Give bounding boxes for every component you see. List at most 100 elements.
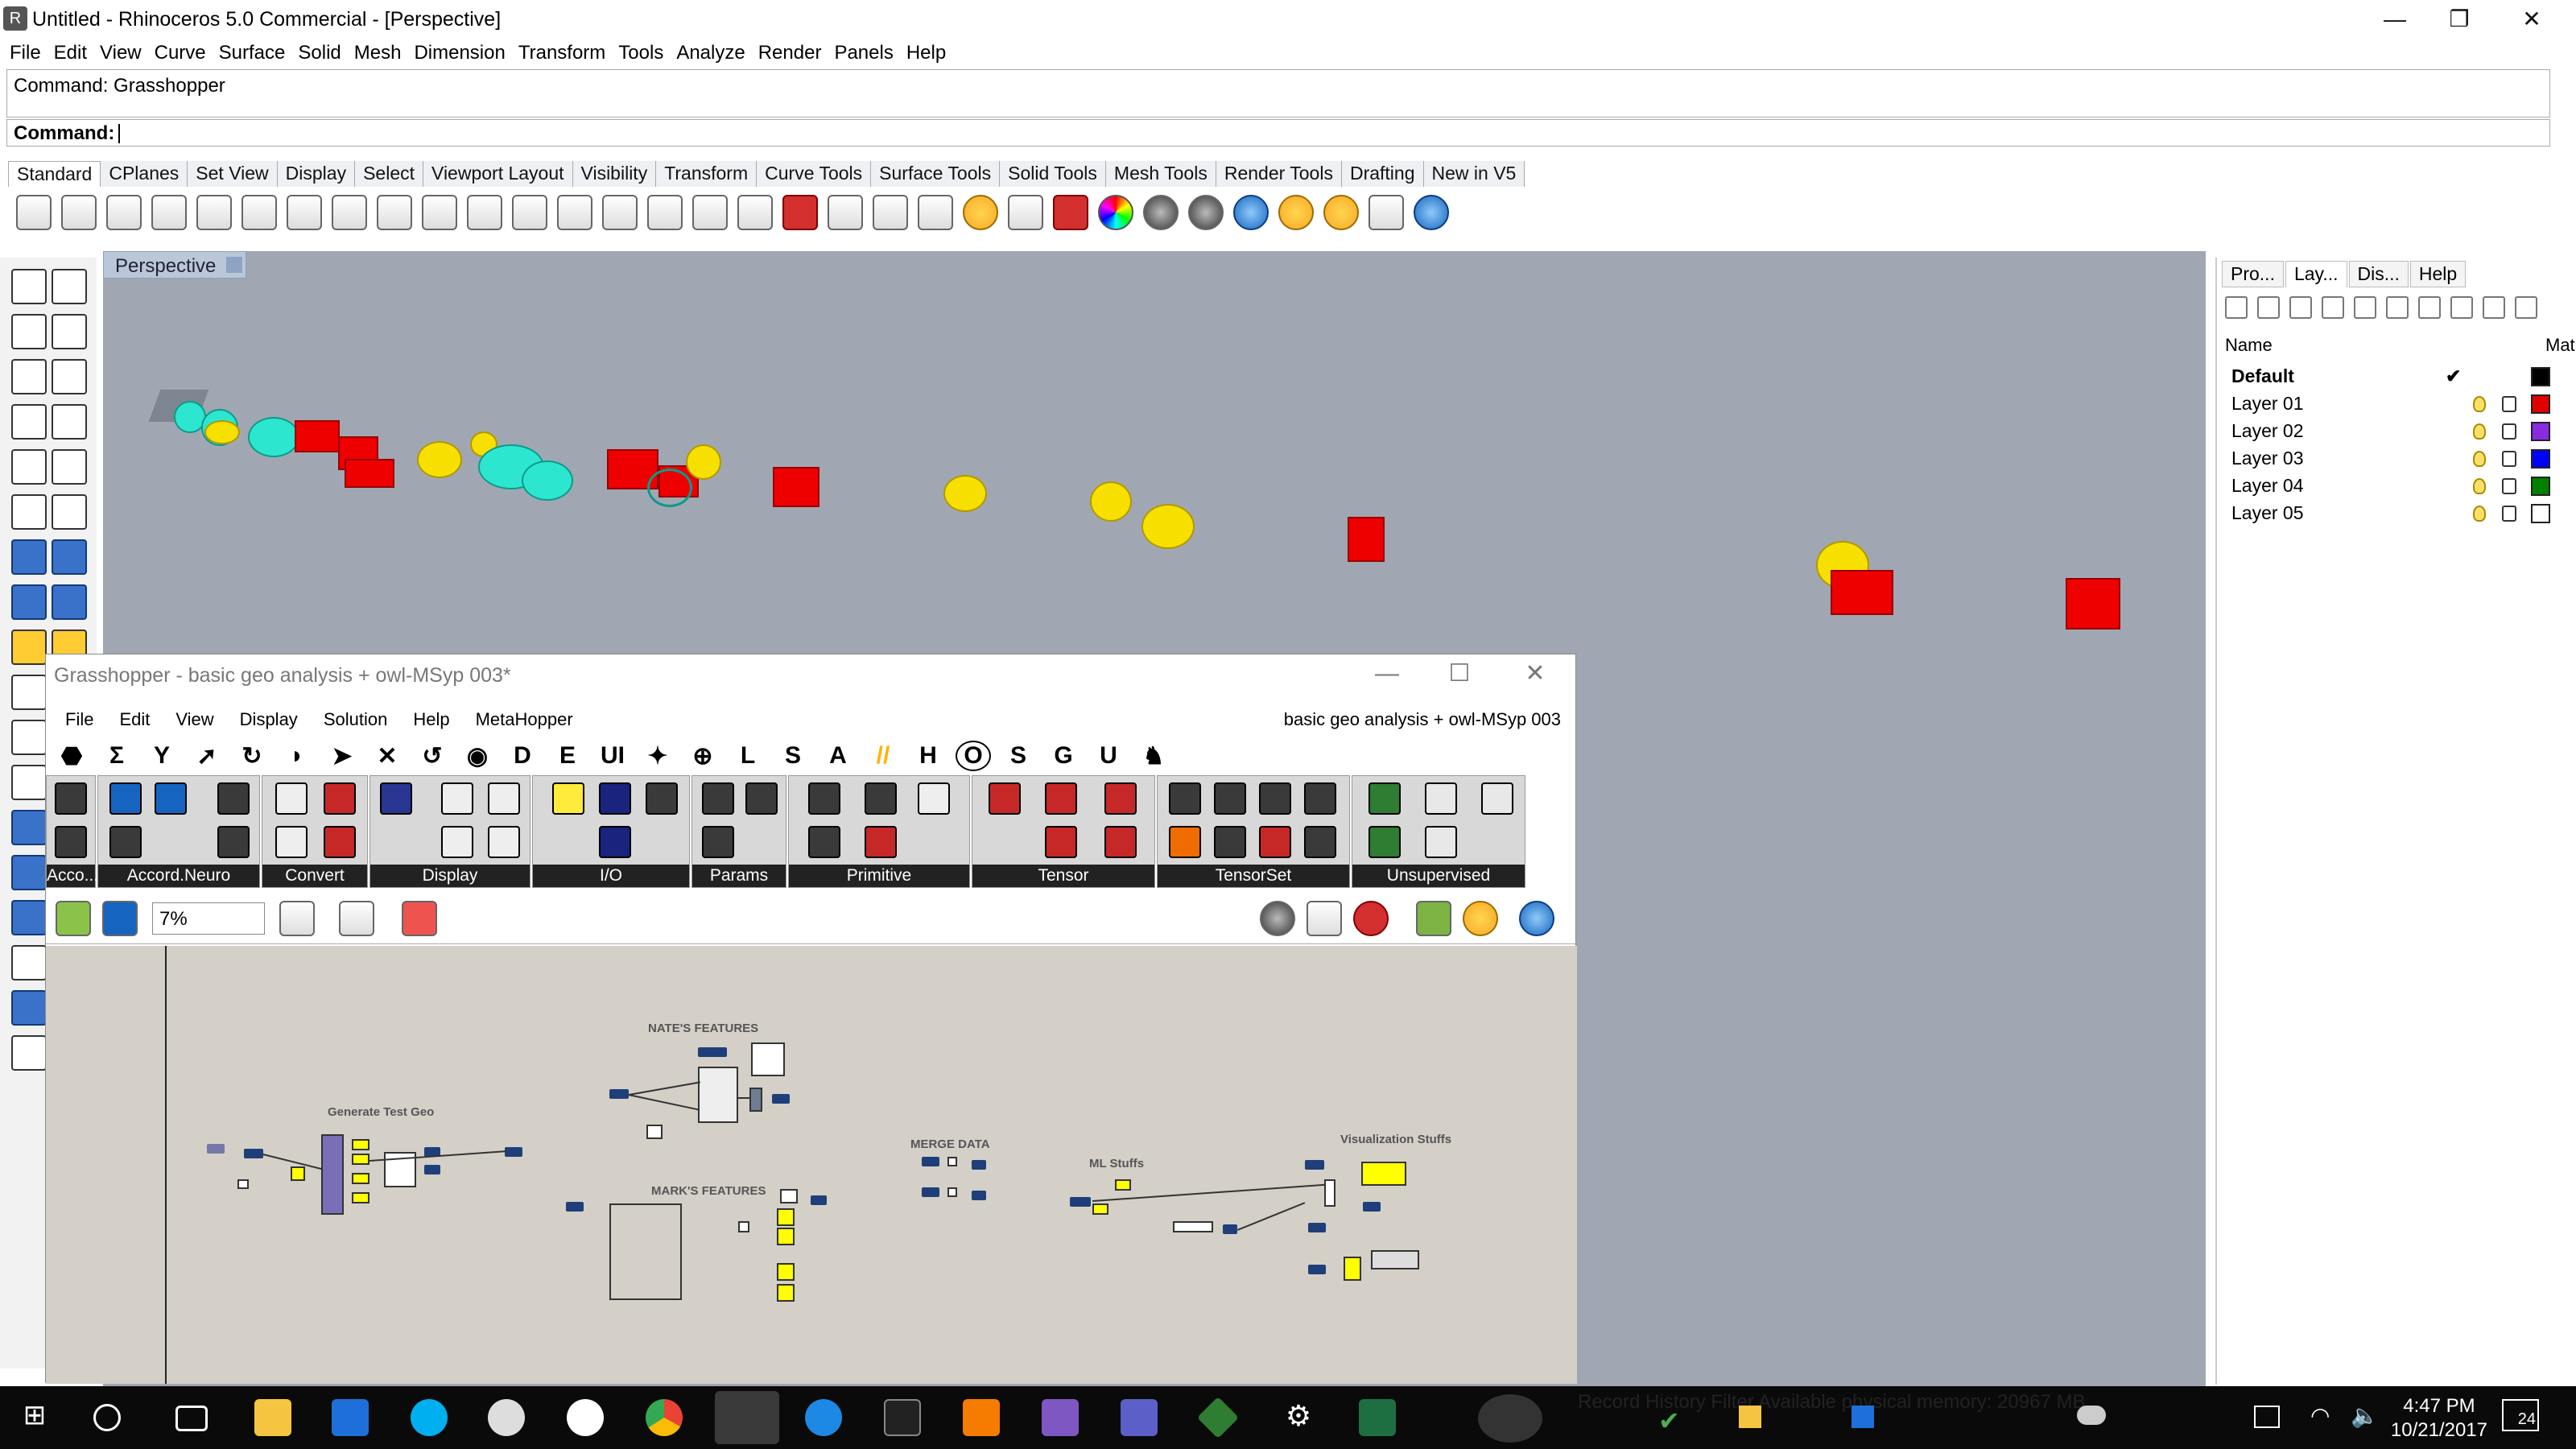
gh-tab-maths[interactable]: Σ (109, 742, 124, 769)
component-icon[interactable] (109, 782, 142, 815)
component-icon[interactable] (109, 826, 142, 858)
volume-icon[interactable]: 🔈 (2351, 1403, 2379, 1428)
duplicate-icon[interactable] (287, 195, 322, 230)
system-clock[interactable]: 4:47 PM 10/21/2017 (2391, 1394, 2487, 1443)
cplane-icon[interactable] (873, 195, 908, 230)
component-icon[interactable] (488, 782, 520, 815)
gh-tab-e[interactable]: E (559, 742, 576, 769)
save-icon[interactable] (102, 901, 138, 936)
component-icon[interactable] (1304, 782, 1336, 815)
layer-color-swatch[interactable] (2531, 504, 2550, 523)
layer-color-swatch[interactable] (2531, 422, 2550, 441)
print-icon[interactable] (151, 195, 187, 230)
skype-icon[interactable] (411, 1399, 448, 1436)
eye-preview-icon[interactable] (339, 901, 374, 936)
tab-new-in-v5[interactable]: New in V5 (1423, 161, 1525, 187)
component-icon[interactable] (1214, 782, 1246, 815)
move-down-icon[interactable] (2354, 296, 2376, 319)
component-icon[interactable] (1259, 826, 1291, 858)
command-input[interactable]: Command: (6, 119, 2550, 147)
layer-states-icon[interactable] (2450, 296, 2473, 319)
tab-viewport-layout[interactable]: Viewport Layout (423, 161, 573, 187)
app-icon[interactable] (1478, 1394, 1542, 1443)
mail-icon[interactable] (1739, 1406, 1761, 1428)
gh-node[interactable] (207, 1144, 225, 1154)
lock-icon[interactable] (2502, 396, 2516, 412)
polygon-icon[interactable] (11, 449, 47, 485)
layer-row[interactable]: Layer 04 (2231, 473, 2570, 501)
slack-icon[interactable] (567, 1399, 604, 1436)
gh-number-node[interactable] (352, 1173, 369, 1184)
gh-node[interactable] (922, 1157, 939, 1166)
component-icon[interactable] (745, 782, 778, 815)
component-icon[interactable] (275, 826, 308, 858)
gh-node[interactable] (321, 1134, 344, 1215)
outlook-tray-icon[interactable] (1852, 1406, 1874, 1428)
gh-menu-solution[interactable]: Solution (323, 709, 388, 729)
component-icon[interactable] (55, 782, 87, 815)
gh-tab-plugin[interactable]: // (876, 742, 890, 769)
document-preview-icon[interactable] (1463, 901, 1498, 936)
filter-icon[interactable] (1278, 195, 1314, 230)
terminal-icon[interactable] (884, 1399, 921, 1436)
gh-node[interactable] (1371, 1250, 1419, 1269)
new-layer-icon[interactable] (2225, 296, 2248, 319)
component-icon[interactable] (1368, 782, 1401, 815)
menu-transform[interactable]: Transform (518, 42, 606, 64)
block-icon[interactable] (11, 855, 47, 890)
named-view-icon[interactable] (828, 195, 863, 230)
gh-node[interactable] (972, 1160, 986, 1170)
component-icon[interactable] (441, 782, 473, 815)
gh-node[interactable] (811, 1195, 827, 1205)
component-icon[interactable] (918, 782, 950, 815)
preview-selected-icon[interactable] (1416, 901, 1451, 936)
open-file-icon[interactable] (56, 901, 91, 936)
menu-view[interactable]: View (100, 42, 142, 64)
component-icon[interactable] (1104, 782, 1137, 815)
shaded-preview-icon[interactable] (1353, 901, 1389, 936)
tab-display[interactable]: Display (277, 161, 356, 187)
preview-off-icon[interactable] (1260, 901, 1295, 936)
settings-gear-icon[interactable]: ⚙ (1285, 1399, 1312, 1432)
gh-tab-sets[interactable]: Y (153, 742, 170, 769)
gh-number-node[interactable] (777, 1284, 795, 1302)
lock-icon[interactable] (1008, 195, 1043, 230)
tab-drafting[interactable]: Drafting (1341, 161, 1424, 187)
tools-icon[interactable] (2483, 296, 2505, 319)
gh-node[interactable] (424, 1147, 440, 1157)
gh-tab-plugin[interactable]: ⊕ (692, 742, 713, 770)
options-gear-icon[interactable] (1323, 195, 1359, 230)
menu-render[interactable]: Render (758, 42, 822, 64)
layer-row[interactable]: Layer 03 (2231, 446, 2570, 473)
gh-tab-mesh[interactable]: ➤ (332, 742, 353, 770)
component-icon[interactable] (488, 826, 520, 858)
wifi-icon[interactable]: ◠ (2310, 1403, 2330, 1428)
offset-icon[interactable] (52, 494, 87, 530)
rectangle-icon[interactable] (52, 404, 87, 440)
tab-layers[interactable]: Lay... (2285, 261, 2347, 287)
point-icon[interactable] (52, 269, 87, 304)
chrome-icon[interactable] (646, 1399, 683, 1436)
lock-icon[interactable] (2502, 478, 2516, 494)
layer-row[interactable]: Layer 01 (2231, 391, 2570, 419)
mesh-icon[interactable] (11, 990, 47, 1026)
help-icon[interactable] (2515, 296, 2537, 319)
undo-icon[interactable] (377, 195, 412, 230)
paste-icon[interactable] (332, 195, 367, 230)
component-icon[interactable] (1169, 782, 1201, 815)
check-icon[interactable]: ✔ (1658, 1406, 1680, 1435)
gh-node[interactable] (749, 1088, 762, 1112)
gh-node[interactable] (947, 1157, 957, 1166)
color-wheel-icon[interactable] (1098, 195, 1133, 230)
gh-close-button[interactable]: ✕ (1525, 660, 1546, 687)
component-icon[interactable] (646, 782, 678, 815)
minimize-button[interactable]: — (2384, 6, 2406, 31)
new-sublayer-icon[interactable] (2257, 296, 2280, 319)
visual-studio-icon[interactable] (1042, 1399, 1079, 1436)
boolean-icon[interactable] (52, 539, 87, 575)
rhino-taskbar-icon[interactable] (715, 1391, 779, 1444)
menu-solid[interactable]: Solid (298, 42, 341, 64)
fillet-icon[interactable] (11, 494, 47, 530)
layer-row[interactable]: Default ✔ (2231, 364, 2570, 391)
gh-menu-view[interactable]: View (175, 709, 214, 729)
